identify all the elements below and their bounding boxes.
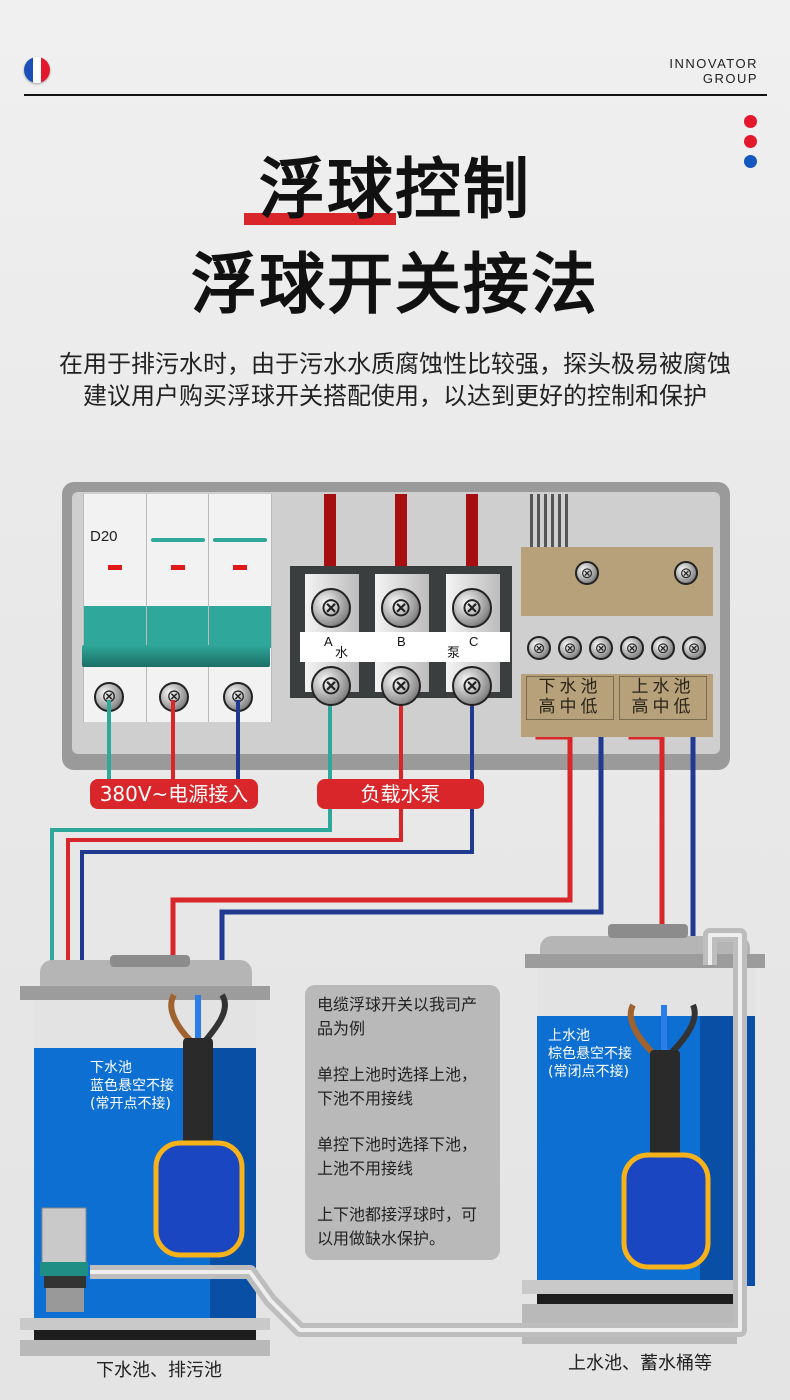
flag-stripe-white xyxy=(32,57,42,83)
intro-line1: 在用于排污水时，由于污水水质腐蚀性比较强，探头极易被腐蚀 xyxy=(59,350,731,378)
screw-icon: ⊗ xyxy=(558,636,582,660)
instruction-note: 电缆浮球开关以我司产品为例 单控上池时选择上池，下池不用接线 单控下池时选择下池… xyxy=(305,985,500,1260)
upper-tank-note: 上水池 棕色悬空不接 (常闭点不接) xyxy=(548,1027,632,1081)
flag-stripe-blue xyxy=(24,57,33,83)
lower-pool-title: 下水池 xyxy=(538,677,602,697)
controller-terminals xyxy=(521,616,713,674)
screw-icon: ⊗ xyxy=(381,666,421,706)
france-flag-icon xyxy=(24,57,50,83)
screw-icon: ⊗ xyxy=(620,636,644,660)
screw-icon: ⊗ xyxy=(651,636,675,660)
lower-tank-title: 下水池 xyxy=(90,1060,132,1076)
note-paragraph-4: 上下池都接浮球时，可以用做缺水保护。 xyxy=(317,1205,478,1248)
note-paragraph-1: 电缆浮球开关以我司产品为例 xyxy=(317,995,478,1038)
terminal-label-a: A xyxy=(324,634,333,649)
brand-line1: INNOVATOR xyxy=(669,56,758,71)
decor-dot-blue xyxy=(744,155,757,168)
controller-label-lower: 下水池 高中低 xyxy=(526,676,614,720)
upper-tank-title: 上水池 xyxy=(548,1028,590,1044)
note-paragraph-3: 单控下池时选择下池，上池不用接线 xyxy=(317,1135,478,1178)
intro-text: 在用于排污水时，由于污水水质腐蚀性比较强，探头极易被腐蚀 建议用户购买浮球开关搭… xyxy=(0,348,790,412)
intro-line2: 建议用户购买浮球开关搭配使用，以达到更好的控制和保护 xyxy=(83,382,707,410)
screw-icon: ⊗ xyxy=(674,561,698,585)
screw-icon: ⊗ xyxy=(452,666,492,706)
float-switch-lower xyxy=(153,993,245,1258)
wire-lower-mid xyxy=(170,655,573,1000)
screw-icon: ⊗ xyxy=(381,588,421,628)
page-title: 浮球控制 xyxy=(259,151,531,228)
terminal-label-c: C xyxy=(469,634,479,649)
submersible-pump xyxy=(40,1207,88,1312)
screw-icon: ⊗ xyxy=(527,636,551,660)
brand-logo: INNOVATOR GROUP xyxy=(669,56,758,86)
flag-stripe-red xyxy=(41,57,50,83)
terminal-label-strip xyxy=(300,632,510,662)
decor-dot-red xyxy=(744,135,757,148)
decor-dot-red xyxy=(744,115,757,128)
title-underline xyxy=(244,213,396,225)
terminal-sublabel-a: 水 xyxy=(335,645,349,660)
upper-tank-line3: (常闭点不接) xyxy=(548,1064,629,1080)
note-paragraph-2: 单控上池时选择上池，下池不用接线 xyxy=(317,1065,478,1108)
upper-pool-levels: 高中低 xyxy=(631,697,695,717)
lower-tank-caption: 下水池、排污池 xyxy=(96,1360,222,1381)
screw-icon: ⊗ xyxy=(589,636,613,660)
upper-tank xyxy=(522,924,765,1344)
lower-tank-line2: 蓝色悬空不接 xyxy=(90,1078,174,1094)
terminal-sublabel-c: 泵 xyxy=(447,645,461,660)
screw-icon: ⊗ xyxy=(575,561,599,585)
screw-icon: ⊗ xyxy=(311,666,351,706)
upper-tank-caption: 上水池、蓄水桶等 xyxy=(568,1353,712,1374)
breaker-toggle[interactable] xyxy=(82,645,270,667)
screw-icon: ⊗ xyxy=(311,588,351,628)
upper-pool-title: 上水池 xyxy=(631,677,695,697)
lower-pool-levels: 高中低 xyxy=(538,697,602,717)
header-divider xyxy=(24,94,767,96)
page-subtitle: 浮球开关接法 xyxy=(191,246,599,323)
screw-icon: ⊗ xyxy=(452,588,492,628)
brand-line2: GROUP xyxy=(702,71,758,86)
float-switch-upper xyxy=(621,1003,711,1270)
controller-label-upper: 上水池 高中低 xyxy=(619,676,707,720)
lower-tank-note: 下水池 蓝色悬空不接 (常开点不接) xyxy=(90,1059,174,1113)
power-input-label: 380V~电源接入 xyxy=(90,779,258,809)
breaker-rating: D20 xyxy=(90,528,118,545)
wire-lower-low xyxy=(219,655,604,1000)
terminal-label-b: B xyxy=(397,634,406,649)
lower-tank-line3: (常开点不接) xyxy=(90,1096,171,1112)
screw-icon: ⊗ xyxy=(682,636,706,660)
upper-tank-line2: 棕色悬空不接 xyxy=(548,1046,632,1062)
load-pump-label: 负载水泵 xyxy=(317,779,484,809)
